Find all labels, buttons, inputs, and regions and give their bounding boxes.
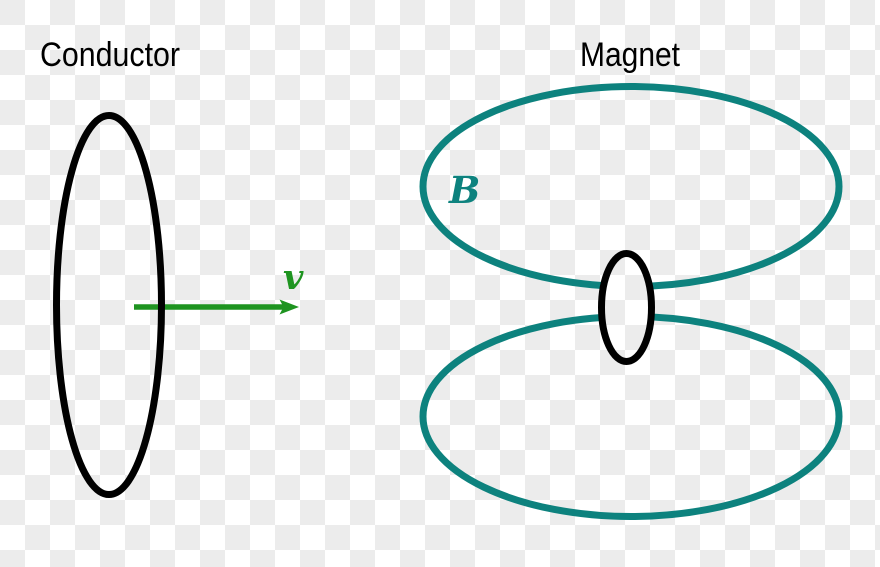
velocity-label-v: v (283, 257, 304, 298)
velocity-arrowhead (279, 299, 299, 315)
conductor-loop (53, 112, 165, 498)
magnet-ellipse (598, 250, 655, 365)
field-label-b: B (448, 168, 480, 212)
conductor-label: Conductor (40, 36, 180, 74)
magnet-label: Magnet (580, 36, 680, 74)
